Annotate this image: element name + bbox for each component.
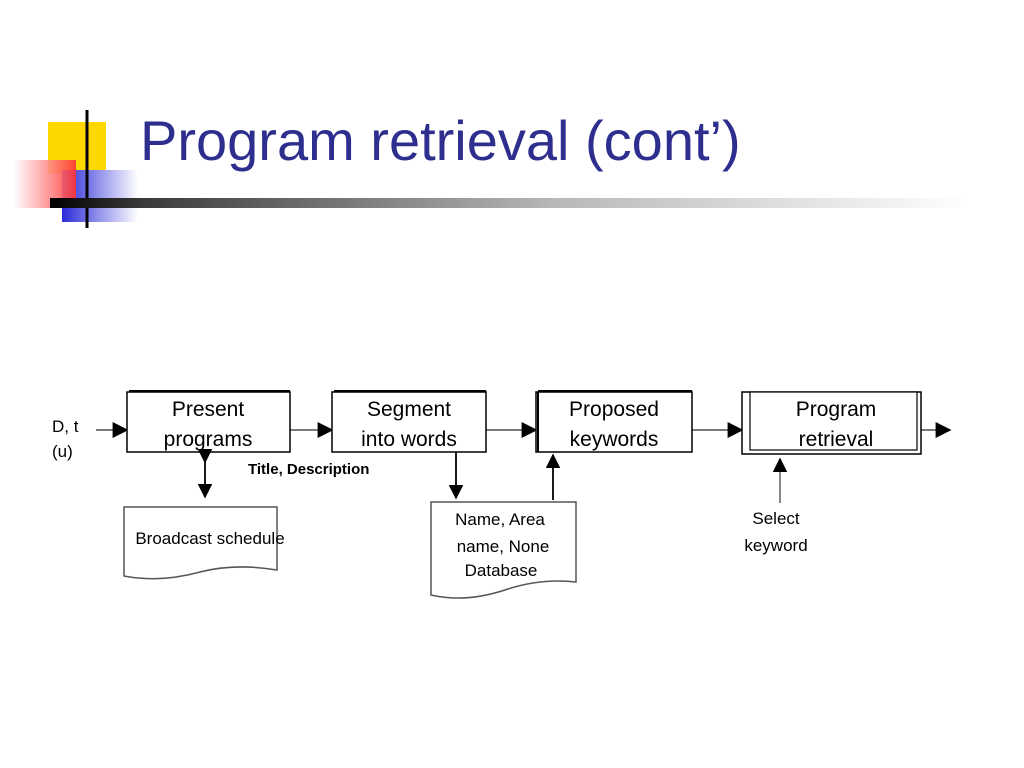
box-program-retrieval-line1: Program <box>796 398 877 421</box>
input-label-line2: (u) <box>52 442 73 461</box>
doc-database-line2: name, None <box>457 537 550 556</box>
box-segment-words <box>331 391 487 453</box>
title-underline <box>50 198 970 208</box>
box-present-programs-line1: Present <box>172 398 245 421</box>
box-proposed-keywords <box>535 391 693 453</box>
box-proposed-keywords-line2: keywords <box>570 428 659 451</box>
doc-broadcast-schedule <box>123 506 278 580</box>
box-present-programs <box>126 391 291 453</box>
doc-broadcast-schedule-label: Broadcast schedule <box>135 529 284 548</box>
box-present-programs-line2: programs <box>164 428 253 451</box>
slide-logo <box>14 110 138 228</box>
box-program-retrieval-inner <box>749 391 918 451</box>
select-keyword-line1: Select <box>752 509 800 528</box>
input-label-line1: D, t <box>52 417 79 436</box>
box-program-retrieval-line2: retrieval <box>799 428 874 451</box>
select-keyword-line2: keyword <box>744 536 807 555</box>
edge-label-title-description: Title, Description <box>248 461 369 478</box>
doc-database-line1: Name, Area <box>455 510 545 529</box>
doc-database-line3: Database <box>465 561 538 580</box>
box-proposed-keywords-line1: Proposed <box>569 398 659 421</box>
slide-title: Program retrieval (cont’) <box>140 109 741 172</box>
doc-database <box>430 501 577 599</box>
box-segment-words-line2: into words <box>361 428 457 451</box>
box-segment-words-line1: Segment <box>367 398 451 421</box>
flow-diagram: D, t (u) Present programs Segment into w… <box>52 390 952 599</box>
